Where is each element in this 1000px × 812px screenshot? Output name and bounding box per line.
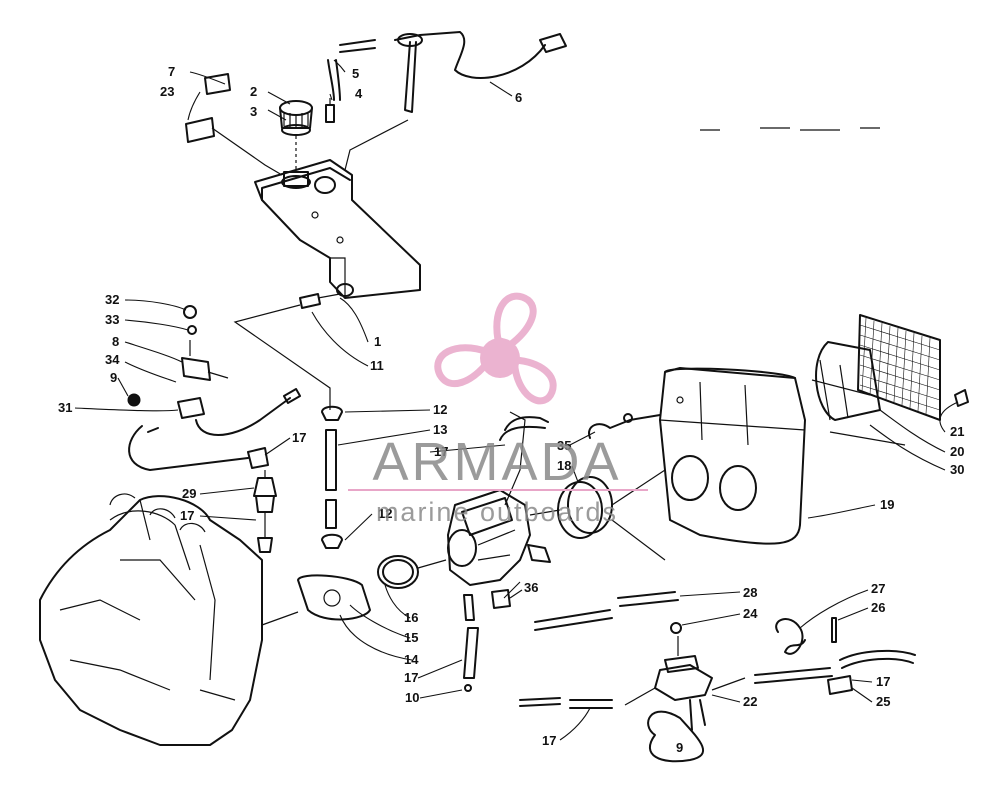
primer-hoses [128, 388, 302, 471]
callout-9-pump: 9 [676, 740, 683, 755]
callout-11: 11 [370, 358, 384, 373]
callout-21: 21 [950, 424, 964, 439]
callout-17-carb: 17 [434, 444, 448, 459]
callout-33: 33 [105, 312, 119, 327]
hose-clip-and-bracket [775, 617, 853, 695]
callout-9: 9 [110, 370, 117, 385]
callout-20: 20 [950, 444, 964, 459]
callout-17-filter: 17 [180, 508, 194, 523]
callout-23: 23 [160, 84, 174, 99]
watermark-propeller-logo [434, 292, 557, 405]
engine-block [39, 493, 263, 746]
callout-22: 22 [743, 694, 757, 709]
callout-19: 19 [880, 497, 894, 512]
callout-17-primer: 17 [292, 430, 306, 445]
callout-7: 7 [168, 64, 175, 79]
callout-28: 28 [743, 585, 757, 600]
callout-13: 13 [433, 422, 447, 437]
callout-labels: 1 2 3 4 5 6 7 8 9 10 11 12 12 13 14 15 1… [58, 64, 964, 755]
watermark-text: ARMADA marine outboards [348, 432, 648, 527]
callout-36: 36 [524, 580, 538, 595]
scan-artifacts [700, 127, 880, 131]
wire-clip [588, 413, 661, 439]
callout-18: 18 [557, 458, 571, 473]
fuel-line-clamps [321, 405, 343, 549]
intake-manifold [261, 555, 447, 626]
callout-35: 35 [557, 438, 571, 453]
air-silencer [659, 367, 806, 545]
fuel-tank [254, 159, 421, 299]
carburetor [447, 411, 551, 586]
tank-outlet-fitting [233, 293, 341, 410]
vent-plates [185, 73, 283, 176]
callout-10: 10 [405, 690, 419, 705]
callout-17-pump: 17 [542, 733, 556, 748]
callout-31: 31 [58, 400, 72, 415]
callout-2: 2 [250, 84, 257, 99]
watermark-brand: ARMADA [372, 432, 621, 492]
callout-32: 32 [105, 292, 119, 307]
callout-5: 5 [352, 66, 359, 81]
callout-4: 4 [355, 86, 363, 101]
callout-15: 15 [404, 630, 418, 645]
inline-fuel-filter [253, 470, 277, 553]
callout-16: 16 [404, 610, 418, 625]
callout-17-drain: 17 [404, 670, 418, 685]
fuel-pump [624, 622, 746, 763]
callout-24: 24 [743, 606, 758, 621]
callout-8: 8 [112, 334, 119, 349]
callout-27: 27 [871, 581, 885, 596]
leader-lines [74, 59, 959, 741]
callout-1: 1 [374, 334, 381, 349]
carb-drain-hoses [463, 416, 549, 692]
callout-17-right: 17 [876, 674, 890, 689]
air-intake-adaptor [529, 469, 666, 561]
watermark-tagline: marine outboards [376, 497, 618, 527]
callout-25: 25 [876, 694, 890, 709]
tank-cap [279, 100, 313, 170]
pump-hoses [519, 591, 916, 709]
callout-12b: 12 [378, 506, 392, 521]
primer-bracket [127, 305, 229, 419]
callout-14: 14 [404, 652, 419, 667]
callout-6: 6 [515, 90, 522, 105]
callout-30: 30 [950, 462, 964, 477]
callout-12a: 12 [433, 402, 447, 417]
callout-3: 3 [250, 104, 257, 119]
callout-34: 34 [105, 352, 120, 367]
callout-29: 29 [182, 486, 196, 501]
callout-26: 26 [871, 600, 885, 615]
silencer-screen [811, 314, 969, 446]
vent-fitting-and-hoses [325, 31, 567, 171]
